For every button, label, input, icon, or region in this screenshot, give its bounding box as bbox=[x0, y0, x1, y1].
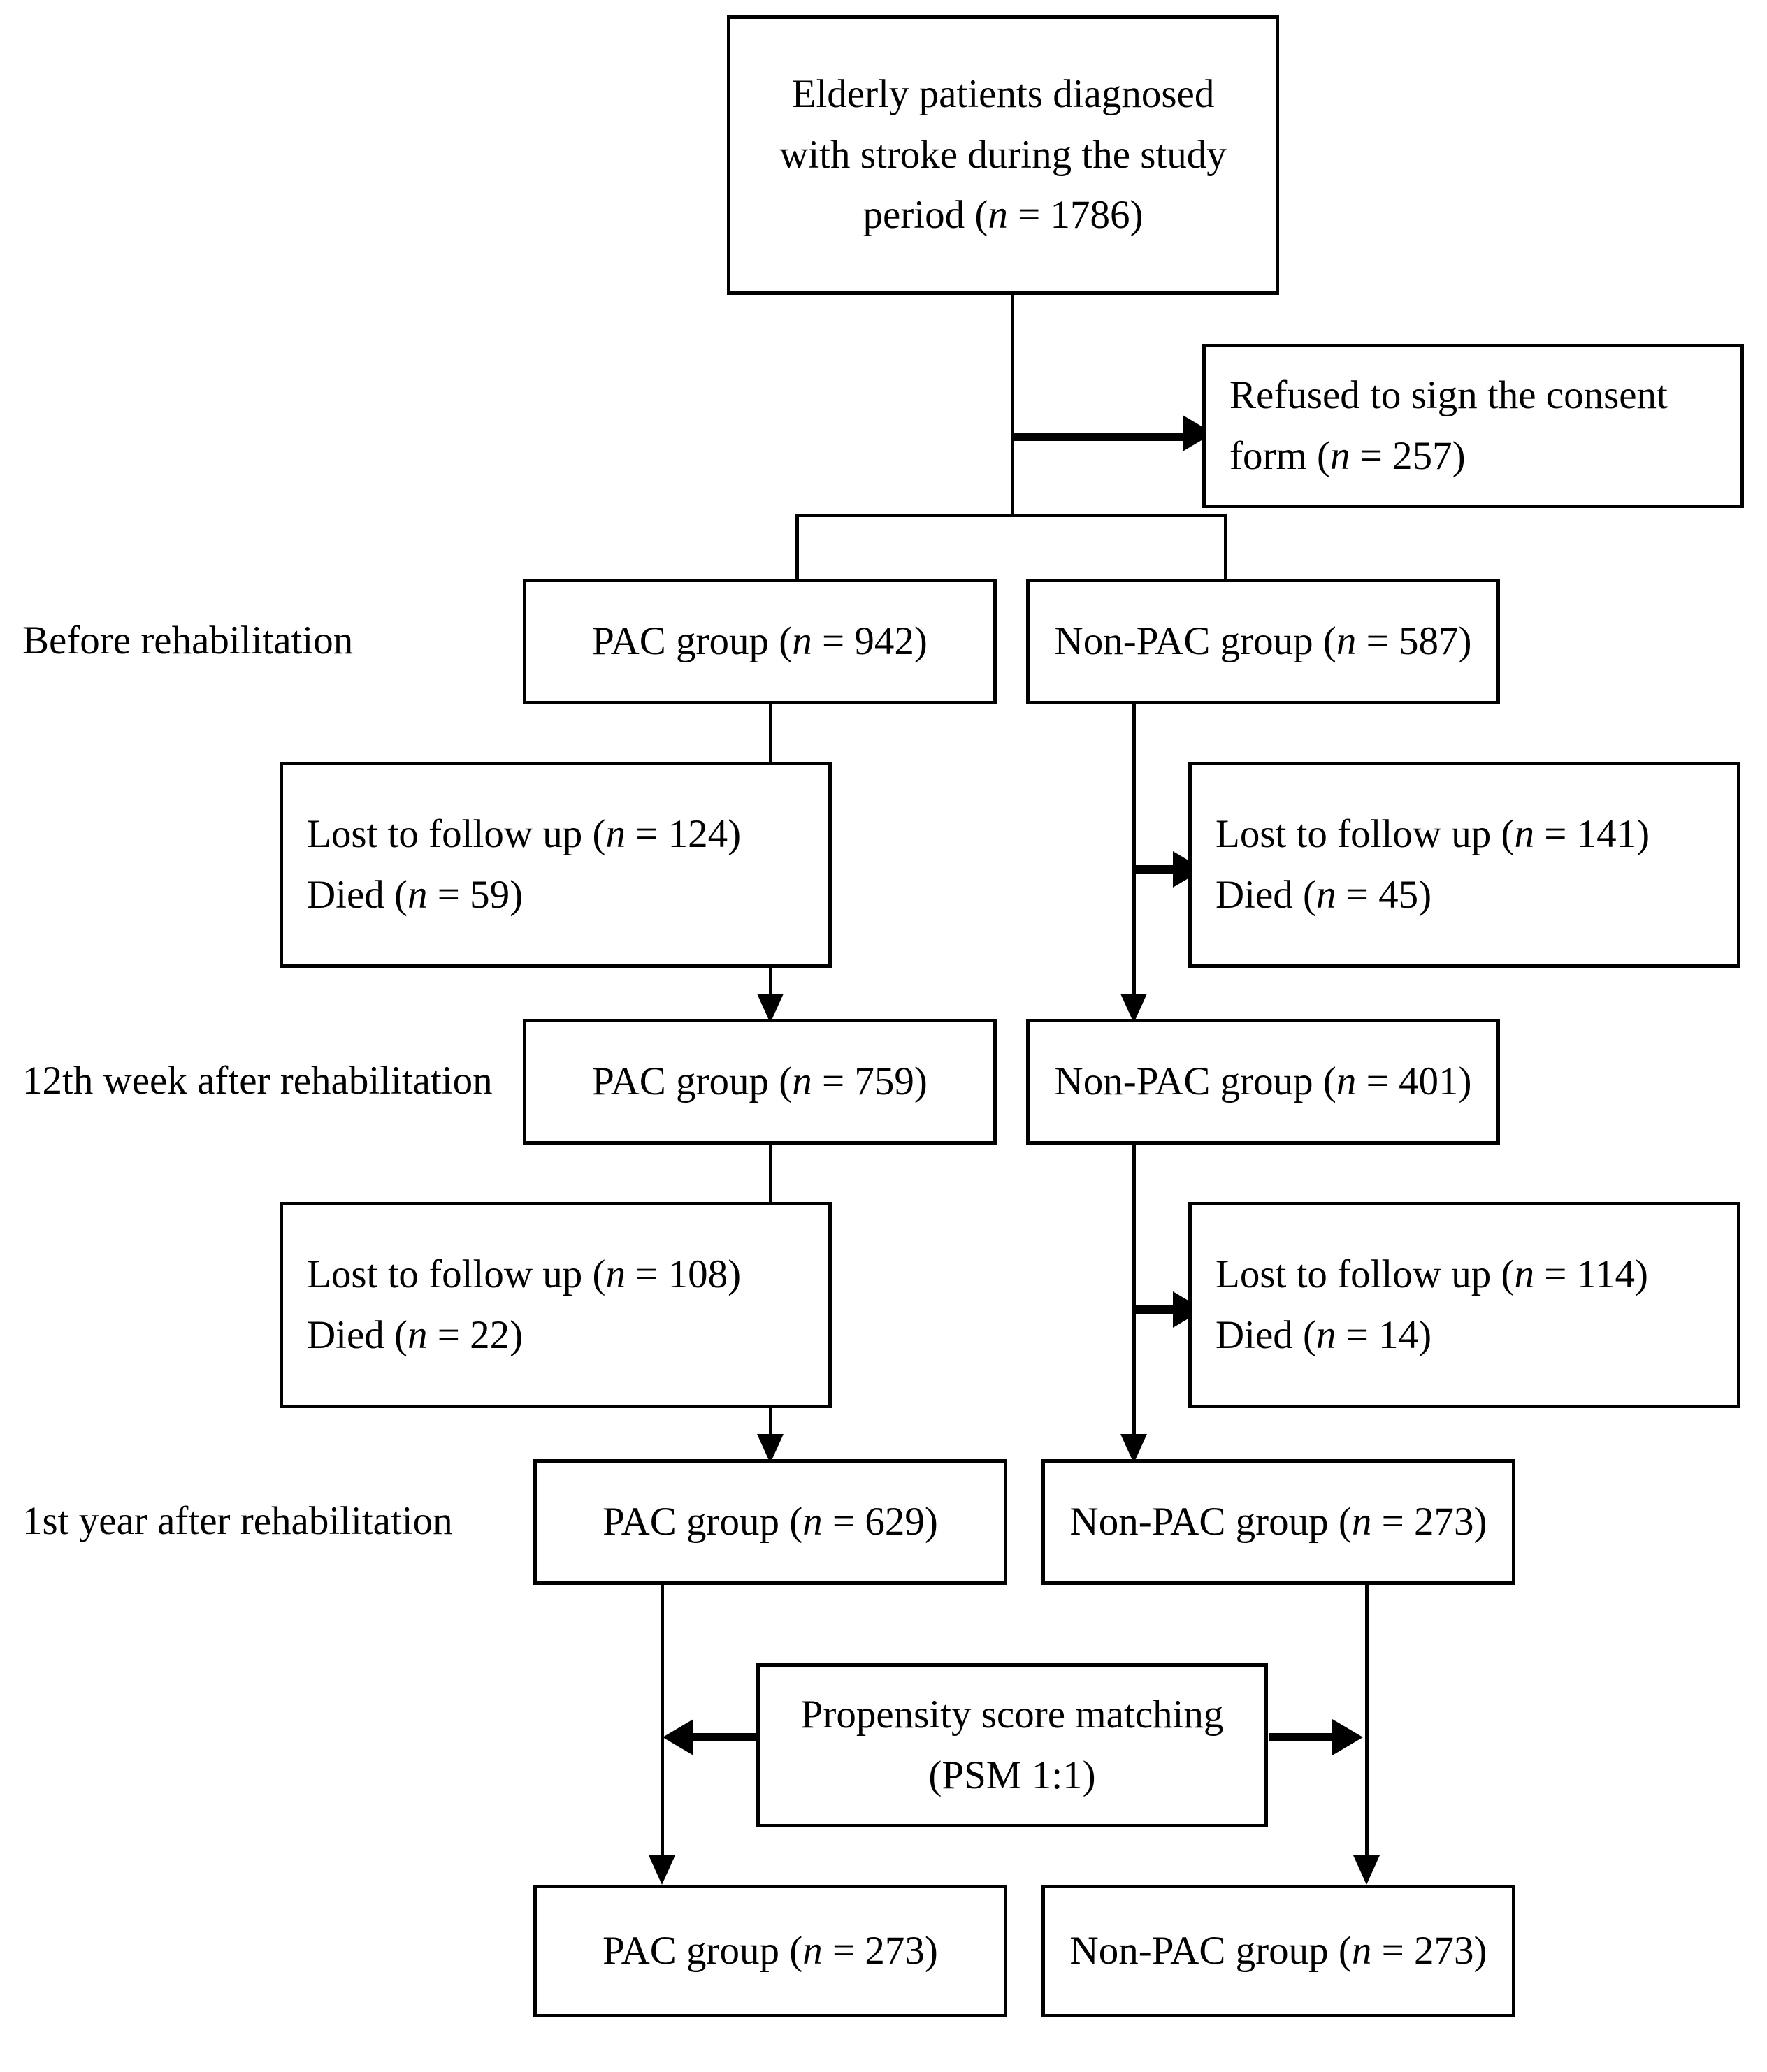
connector-split-bar bbox=[795, 514, 1227, 517]
node-nonpac-year1-line-1: Non-PAC group (n = 273) bbox=[1069, 1499, 1487, 1544]
node-enrolled: Elderly patients diagnosed with stroke d… bbox=[727, 15, 1279, 295]
node-refused-line-1: Refused to sign the consent bbox=[1229, 372, 1668, 417]
node-attrition-pac-1: Lost to follow up (n = 124) Died (n = 59… bbox=[280, 762, 832, 968]
node-nonpac-matched: Non-PAC group (n = 273) bbox=[1041, 1885, 1515, 2017]
arrowhead-nonpac-year1 bbox=[1120, 1434, 1147, 1463]
connector-nonpac-before-to-week12 bbox=[1132, 702, 1136, 1010]
node-nonpac-before: Non-PAC group (n = 587) bbox=[1026, 579, 1500, 704]
node-attrition-nonpac-1-line-2: Died (n = 45) bbox=[1216, 872, 1432, 917]
node-enrolled-line-2: with stroke during the study bbox=[779, 132, 1227, 177]
node-attrition-pac-2-line-2: Died (n = 22) bbox=[307, 1312, 524, 1357]
node-refused: Refused to sign the consent form (n = 25… bbox=[1202, 344, 1744, 508]
node-pac-matched-line-1: PAC group (n = 273) bbox=[603, 1928, 938, 1973]
node-attrition-nonpac-2-line-2: Died (n = 14) bbox=[1216, 1312, 1432, 1357]
node-attrition-pac-1-line-2: Died (n = 59) bbox=[307, 872, 524, 917]
arrowhead-nonpac-week12 bbox=[1120, 994, 1147, 1023]
node-pac-year1: PAC group (n = 629) bbox=[533, 1459, 1007, 1585]
connector-pac-year1-to-matched bbox=[661, 1583, 664, 1869]
node-attrition-nonpac-1-line-1: Lost to follow up (n = 141) bbox=[1216, 811, 1650, 856]
connector-psm-to-pac bbox=[693, 1733, 759, 1741]
connector-to-refused bbox=[1011, 433, 1185, 441]
node-refused-line-2: form (n = 257) bbox=[1229, 433, 1466, 478]
node-pac-before: PAC group (n = 942) bbox=[523, 579, 997, 704]
node-pac-before-line-1: PAC group (n = 942) bbox=[592, 618, 928, 663]
connector-nonpac-year1-to-matched bbox=[1365, 1583, 1369, 1869]
arrowhead-nonpac-matched bbox=[1353, 1855, 1380, 1885]
stage-label-before: Before rehabilitation bbox=[22, 618, 354, 662]
connector-to-attrition-nonpac-2 bbox=[1132, 1305, 1176, 1314]
connector-split-left bbox=[795, 514, 799, 580]
connector-split-right bbox=[1224, 514, 1227, 580]
arrowhead-pac-week12 bbox=[757, 994, 784, 1023]
node-attrition-nonpac-2: Lost to follow up (n = 114) Died (n = 14… bbox=[1188, 1202, 1740, 1408]
node-enrolled-line-3: period (n = 1786) bbox=[863, 193, 1144, 238]
node-pac-week12: PAC group (n = 759) bbox=[523, 1019, 997, 1145]
arrowhead-pac-year1 bbox=[757, 1434, 784, 1463]
node-nonpac-matched-line-1: Non-PAC group (n = 273) bbox=[1069, 1928, 1487, 1973]
node-nonpac-week12: Non-PAC group (n = 401) bbox=[1026, 1019, 1500, 1145]
node-attrition-pac-2: Lost to follow up (n = 108) Died (n = 22… bbox=[280, 1202, 832, 1408]
node-pac-year1-line-1: PAC group (n = 629) bbox=[603, 1499, 938, 1544]
connector-enrolled-trunk bbox=[1011, 295, 1014, 516]
node-psm-line-2: (PSM 1:1) bbox=[928, 1753, 1096, 1797]
node-attrition-pac-1-line-1: Lost to follow up (n = 124) bbox=[307, 811, 742, 856]
arrowhead-psm-to-pac bbox=[663, 1719, 693, 1755]
connector-psm-to-nonpac bbox=[1269, 1733, 1335, 1741]
node-nonpac-week12-line-1: Non-PAC group (n = 401) bbox=[1054, 1059, 1472, 1103]
arrowhead-psm-to-nonpac bbox=[1332, 1719, 1363, 1755]
node-attrition-nonpac-2-line-1: Lost to follow up (n = 114) bbox=[1216, 1252, 1648, 1296]
node-nonpac-before-line-1: Non-PAC group (n = 587) bbox=[1054, 618, 1472, 663]
connector-nonpac-week12-to-year1 bbox=[1132, 1143, 1136, 1450]
node-attrition-pac-2-line-1: Lost to follow up (n = 108) bbox=[307, 1252, 742, 1296]
node-pac-matched: PAC group (n = 273) bbox=[533, 1885, 1007, 2017]
node-psm-line-1: Propensity score matching bbox=[800, 1692, 1224, 1737]
node-pac-week12-line-1: PAC group (n = 759) bbox=[592, 1059, 928, 1103]
node-nonpac-year1: Non-PAC group (n = 273) bbox=[1041, 1459, 1515, 1585]
connector-to-attrition-nonpac-1 bbox=[1132, 865, 1176, 874]
node-enrolled-line-1: Elderly patients diagnosed bbox=[791, 72, 1215, 117]
arrowhead-pac-matched bbox=[649, 1855, 675, 1885]
stage-label-year1: 1st year after rehabilitation bbox=[22, 1499, 453, 1543]
node-attrition-nonpac-1: Lost to follow up (n = 141) Died (n = 45… bbox=[1188, 762, 1740, 968]
stage-label-week12: 12th week after rehabilitation bbox=[22, 1059, 493, 1103]
node-psm: Propensity score matching (PSM 1:1) bbox=[756, 1663, 1268, 1827]
